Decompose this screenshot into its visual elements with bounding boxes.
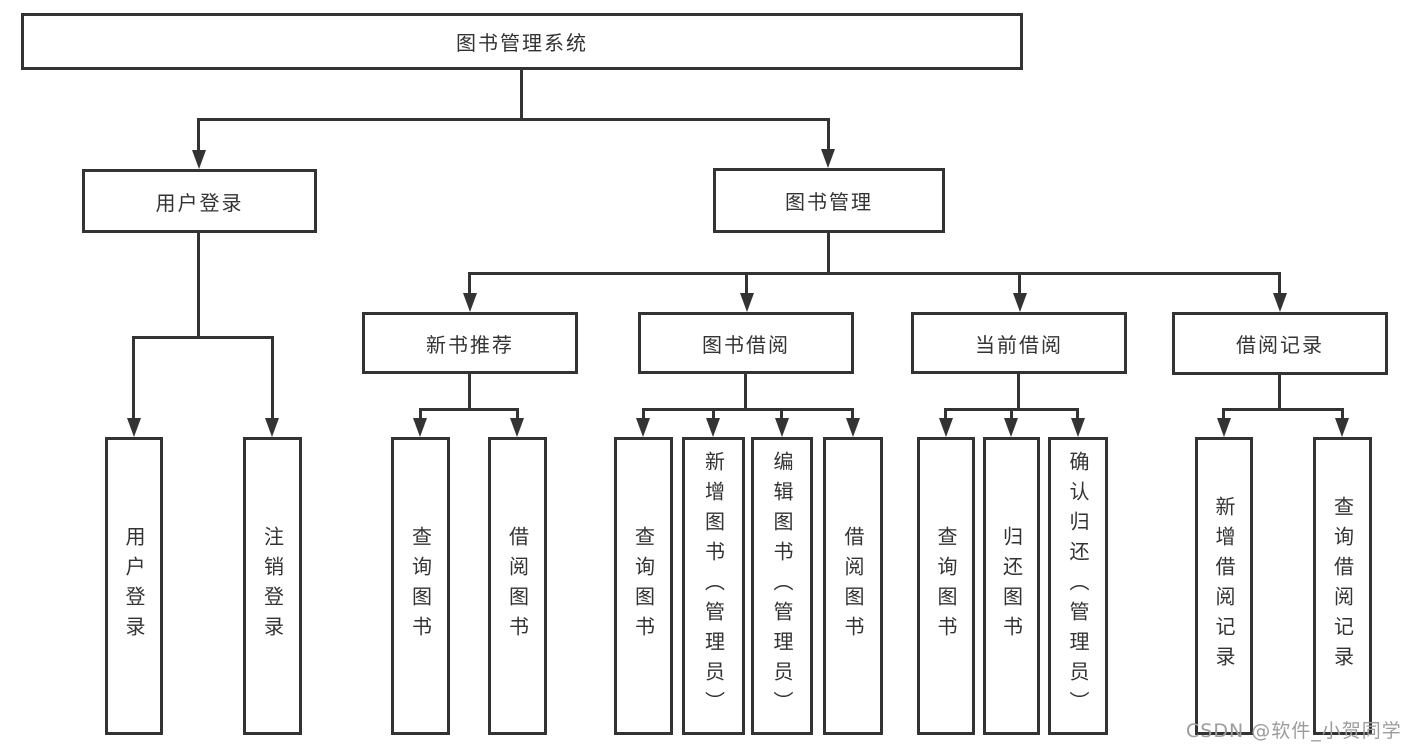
connector-arrow-line [712,408,715,421]
arrow-down-icon [939,418,953,437]
arrow-down-icon [1004,418,1018,437]
leaf-query-borrow-record: 查询借阅记录 [1313,437,1372,735]
arrow-down-icon [413,418,427,437]
connector-arrow-line [827,118,830,151]
connector-records-bar [1222,408,1344,411]
connector-root-bar [197,118,830,121]
connector-arrow-line [419,408,422,421]
arrow-down-icon [775,418,789,437]
leaf-query-books-current: 查询图书 [917,437,975,735]
connector-arrow-line [851,408,854,421]
connector-arrow-line [516,408,519,421]
connector-arrow-line [642,408,645,421]
connector-arrow-line [944,408,947,421]
node-borrow-records: 借阅记录 [1172,312,1388,375]
connector-recommend-bar [419,408,519,411]
connector-borrow-trunk [744,374,747,408]
arrow-down-icon [1013,293,1027,312]
connector-arrow-line [780,408,783,421]
node-book-borrow: 图书借阅 [638,312,854,374]
connector-arrow-line [1278,272,1281,295]
connector-book-mgmt-bar [468,272,1281,275]
connector-arrow-line [1222,408,1225,421]
arrow-down-icon [463,293,477,312]
leaf-borrow-books: 借阅图书 [823,437,883,735]
leaf-query-books-recommend: 查询图书 [391,437,450,735]
arrow-down-icon [1273,293,1287,312]
arrow-down-icon [1217,418,1231,437]
connector-arrow-line [271,336,274,420]
node-current-borrow: 当前借阅 [911,312,1127,374]
leaf-borrow-books-recommend: 借阅图书 [488,437,547,735]
arrow-down-icon [265,418,279,437]
connector-arrow-line [1076,408,1079,421]
leaf-query-books-borrow: 查询图书 [614,437,673,735]
connector-current-trunk [1017,374,1020,408]
node-new-book-recommend: 新书推荐 [362,312,578,374]
leaf-add-borrow-record: 新增借阅记录 [1195,437,1253,735]
arrow-down-icon [192,150,206,169]
arrow-down-icon [127,418,141,437]
connector-root-trunk [520,70,523,118]
arrow-down-icon [706,418,720,437]
connector-records-trunk [1278,375,1281,408]
connector-arrow-line [1018,272,1021,295]
connector-arrow-line [468,272,471,295]
arrow-down-icon [821,149,835,168]
connector-arrow-line [1010,408,1013,421]
connector-arrow-line [1341,408,1344,421]
leaf-add-book-admin: 新增图书（管理员） [682,437,745,735]
connector-borrow-bar [642,408,854,411]
arrow-down-icon [1071,418,1085,437]
leaf-edit-book-admin: 编辑图书（管理员） [751,437,813,735]
leaf-confirm-return-admin: 确认归还（管理员） [1048,437,1108,735]
leaf-user-login: 用户登录 [105,437,163,735]
connector-user-login-trunk [197,233,200,336]
connector-arrow-line [197,118,200,152]
arrow-down-icon [740,293,754,312]
leaf-logout: 注销登录 [243,437,302,735]
csdn-watermark: CSDN @软件_小贺同学 [1186,720,1402,742]
arrow-down-icon [846,418,860,437]
node-root: 图书管理系统 [21,13,1023,70]
arrow-down-icon [1335,418,1349,437]
connector-recommend-trunk [468,374,471,408]
arrow-down-icon [636,418,650,437]
node-book-management: 图书管理 [713,168,945,233]
node-user-login: 用户登录 [82,169,317,233]
leaf-return-book: 归还图书 [983,437,1040,735]
connector-arrow-line [132,336,135,420]
connector-user-login-bar [132,336,273,339]
arrow-down-icon [510,418,524,437]
connector-book-mgmt-trunk [827,233,830,272]
connector-arrow-line [745,272,748,295]
